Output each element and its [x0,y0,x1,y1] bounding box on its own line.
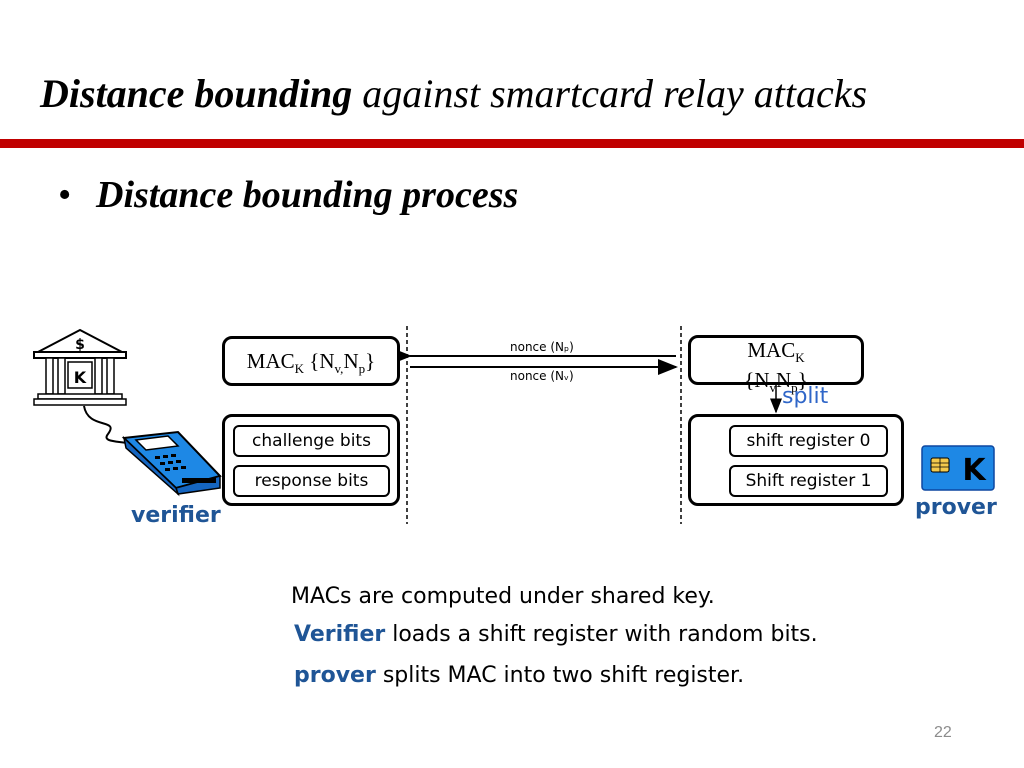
smartcard-key-text: K [962,453,987,488]
explanation-line-2: Verifier loads a shift register with ran… [294,622,818,647]
shift-register-1-box: Shift register 1 [729,465,888,497]
bullet-text: Distance bounding process [96,174,519,216]
bank-icon [33,328,127,406]
explanation-line-1: MACs are computed under shared key. [291,584,715,609]
smartcard-icon [921,445,995,491]
card-terminal-icon [121,430,222,497]
bank-dollar-text: $ [75,337,85,353]
bank-key-text: K [74,368,87,387]
verifier-mac-box: MACK {Nv,Np} [222,336,400,386]
prover-mac-box: MACK {NvNp} [688,335,864,395]
page-number: 22 [934,724,952,741]
title-bold: Distance bounding [40,71,353,116]
split-label: split [782,384,829,409]
bullet-dot: • [58,174,72,216]
verifier-label: verifier [131,503,221,528]
challenge-bits-box: challenge bits [233,425,390,457]
terminal-cable [83,405,139,447]
response-bits-box: response bits [233,465,390,497]
bullet-item: • Distance bounding process [58,171,518,219]
nonce-nv-label: nonce (Nᵥ) [510,369,574,383]
nonce-np-label: nonce (Nₚ) [510,340,574,354]
verifier-mac-label: MAC [246,349,295,373]
prover-label: prover [915,495,997,520]
title-underline-bar [0,139,1024,148]
explanation-line-3: prover splits MAC into two shift registe… [294,663,745,688]
prover-keyword: prover [294,663,376,688]
shift-register-0-box: shift register 0 [729,425,888,457]
verifier-keyword: Verifier [294,622,386,647]
title-rest: against smartcard relay attacks [352,71,868,116]
slide-title: Distance bounding against smartcard rela… [40,68,1000,120]
